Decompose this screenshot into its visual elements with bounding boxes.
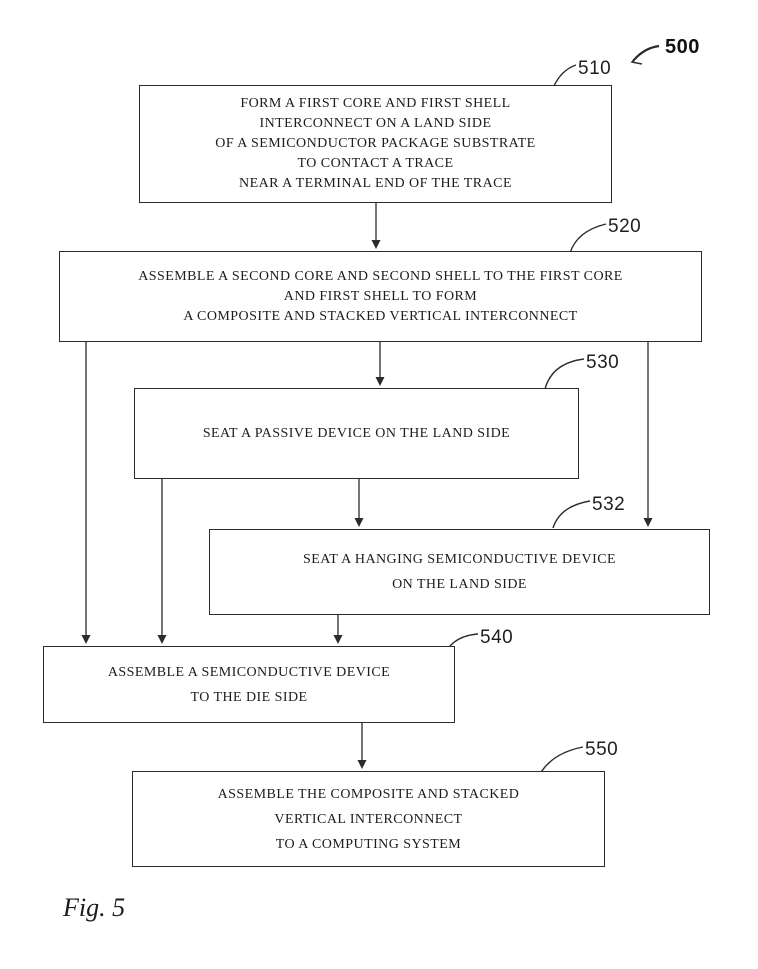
- step-box-550: ASSEMBLE THE COMPOSITE AND STACKED VERTI…: [132, 771, 605, 867]
- arrow-520-to-530: [375, 342, 385, 386]
- figure-ref-arrow: [630, 44, 660, 65]
- leader-532: [552, 500, 591, 529]
- step-box-540: ASSEMBLE A SEMICONDUCTIVE DEVICE TO THE …: [43, 646, 455, 723]
- arrow-540-to-550: [357, 723, 367, 769]
- step-text-line: NEAR A TERMINAL END OF THE TRACE: [239, 176, 512, 191]
- step-text-line: OF A SEMICONDUCTOR PACKAGE SUBSTRATE: [215, 136, 536, 151]
- step-text-line: ASSEMBLE A SEMICONDUCTIVE DEVICE: [107, 664, 391, 680]
- arrow-510-to-520: [371, 203, 381, 249]
- step-text-line: SEAT A HANGING SEMICONDUCTIVE DEVICE: [302, 552, 617, 567]
- arrow-532-to-540: [333, 615, 343, 644]
- step-text-line: AND FIRST SHELL TO FORM: [283, 288, 478, 304]
- arrow-520-to-540: [81, 342, 91, 644]
- leader-530: [544, 358, 585, 390]
- ref-label-520: 520: [608, 216, 642, 237]
- step-text-line: TO CONTACT A TRACE: [297, 156, 454, 171]
- figure-ref-number: 500: [665, 36, 700, 58]
- ref-label-532: 532: [592, 494, 626, 515]
- ref-label-530: 530: [586, 352, 620, 373]
- step-text-line: VERTICAL INTERCONNECT: [274, 811, 463, 827]
- arrow-530-to-540: [157, 479, 167, 644]
- leader-520: [569, 223, 607, 254]
- step-text-line: SEAT A PASSIVE DEVICE ON THE LAND SIDE: [202, 425, 511, 441]
- arrow-520-to-532: [643, 342, 653, 527]
- step-text-line: TO A COMPUTING SYSTEM: [275, 836, 462, 852]
- arrow-530-to-532: [354, 479, 364, 527]
- step-box-532: SEAT A HANGING SEMICONDUCTIVE DEVICE ON …: [209, 529, 710, 615]
- ref-label-540: 540: [480, 627, 514, 648]
- step-box-530: SEAT A PASSIVE DEVICE ON THE LAND SIDE: [134, 388, 579, 479]
- step-text-line: A COMPOSITE AND STACKED VERTICAL INTERCO…: [183, 308, 578, 324]
- step-text-line: ON THE LAND SIDE: [392, 577, 527, 592]
- step-text-line: ASSEMBLE THE COMPOSITE AND STACKED: [217, 786, 520, 802]
- ref-label-510: 510: [578, 58, 612, 79]
- figure-caption: Fig. 5: [63, 893, 126, 922]
- step-text-line: TO THE DIE SIDE: [190, 689, 308, 705]
- step-box-510: FORM A FIRST CORE AND FIRST SHELL INTERC…: [139, 85, 612, 203]
- step-text-line: INTERCONNECT ON A LAND SIDE: [259, 116, 492, 131]
- step-text-line: FORM A FIRST CORE AND FIRST SHELL: [240, 96, 511, 111]
- ref-label-550: 550: [585, 739, 619, 760]
- step-text-line: ASSEMBLE A SECOND CORE AND SECOND SHELL …: [138, 268, 623, 284]
- step-box-520: ASSEMBLE A SECOND CORE AND SECOND SHELL …: [59, 251, 702, 342]
